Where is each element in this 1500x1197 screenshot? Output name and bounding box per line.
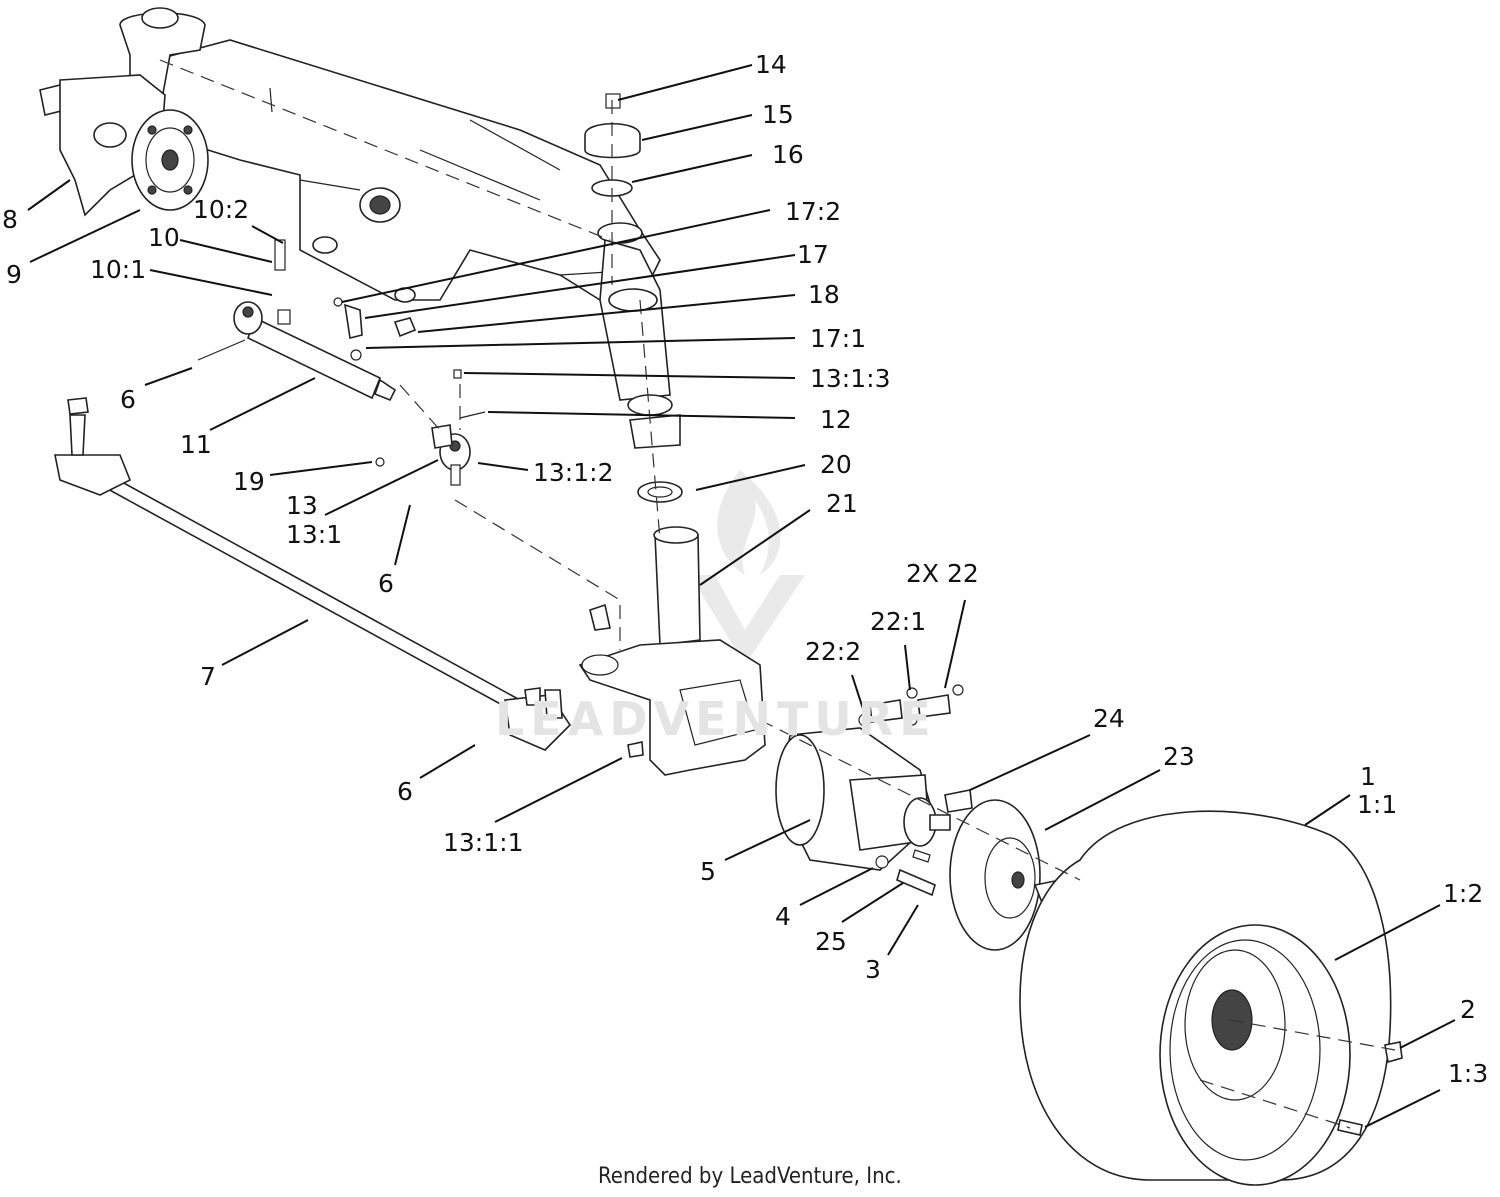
kingpin-stack [584, 93, 683, 503]
callout-1-2: 1:2 [1443, 879, 1483, 908]
callout-13-1: 13:1 [286, 520, 342, 549]
callout-7: 7 [200, 662, 216, 691]
callout-2: 2 [1460, 995, 1476, 1024]
callout-13-1-1: 13:1:1 [443, 828, 523, 857]
callout-14: 14 [755, 50, 787, 79]
callout-20: 20 [820, 450, 852, 479]
callout-23: 23 [1163, 742, 1195, 771]
watermark [690, 470, 805, 665]
callout-8: 8 [2, 205, 18, 234]
callout-19: 19 [233, 467, 265, 496]
callout-10-1: 10:1 [90, 255, 146, 284]
callout-21: 21 [826, 489, 858, 518]
hydraulic-fittings [333, 297, 417, 361]
callout-25: 25 [815, 927, 847, 956]
callout-2x-22: 2X 22 [906, 559, 979, 588]
callout-13-1-2: 13:1:2 [533, 458, 613, 487]
tie-rod [54, 397, 572, 751]
watermark-text: LEADVENTURE [495, 692, 937, 746]
tie-rod-end [375, 369, 486, 486]
callout-11: 11 [180, 430, 212, 459]
callout-13: 13 [286, 491, 318, 520]
callout-12: 12 [820, 405, 852, 434]
callout-10-2: 10:2 [193, 195, 249, 224]
callout-22-1: 22:1 [870, 607, 926, 636]
callout-24: 24 [1093, 704, 1125, 733]
callout-17-1: 17:1 [810, 324, 866, 353]
callout-1-1: 1:1 [1357, 790, 1397, 819]
callout-17: 17 [797, 240, 829, 269]
wheel-hub [875, 789, 1070, 951]
callout-15: 15 [762, 100, 794, 129]
callout-10: 10 [148, 223, 180, 252]
callout-22-2: 22:2 [805, 637, 861, 666]
callout-6-middle: 6 [378, 569, 394, 598]
callout-16: 16 [772, 140, 804, 169]
callout-18: 18 [808, 280, 840, 309]
footer-credit: Rendered by LeadVenture, Inc. [598, 1164, 902, 1189]
callout-6-upper: 6 [120, 385, 136, 414]
callout-labels: 14 15 16 17:2 17 18 17:1 13:1:3 12 20 13… [2, 50, 1488, 1088]
leader-lines [27, 64, 1456, 1128]
callout-9: 9 [6, 260, 22, 289]
callout-17-2: 17:2 [785, 197, 841, 226]
wheel-motor-left [39, 74, 209, 217]
callout-4: 4 [775, 902, 791, 931]
wheel-motor [775, 684, 964, 871]
callout-13-1-3: 13:1:3 [810, 364, 890, 393]
tire-assembly [1019, 810, 1403, 1186]
assembly-lines [159, 59, 1396, 1129]
callout-6-lower: 6 [397, 777, 413, 806]
callout-3: 3 [865, 955, 881, 984]
spindle-knuckle [578, 526, 766, 776]
callout-1-3: 1:3 [1448, 1059, 1488, 1088]
callout-5: 5 [700, 857, 716, 886]
steering-cylinder [197, 239, 397, 402]
callout-1: 1 [1360, 762, 1376, 791]
